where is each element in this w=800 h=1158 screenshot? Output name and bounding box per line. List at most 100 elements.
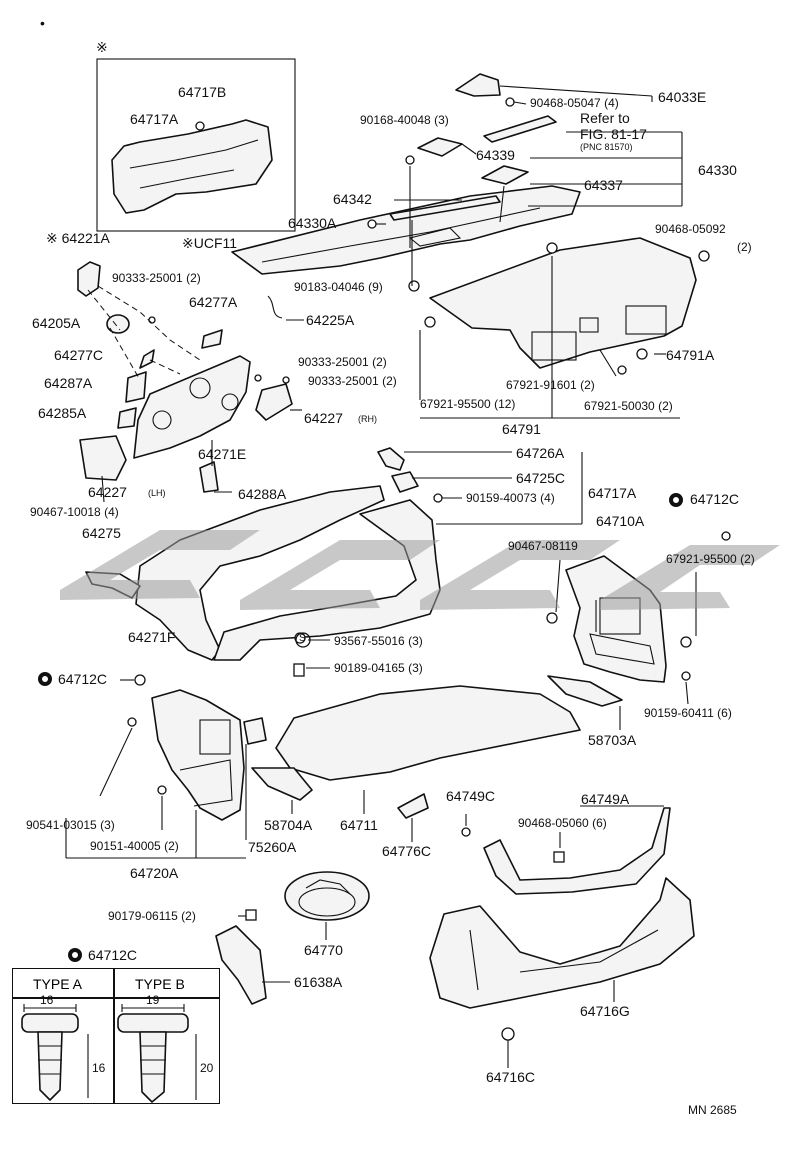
label-90468-05060: 90468-05060 (6)	[518, 816, 607, 830]
label-64288A: 64288A	[238, 486, 287, 502]
label-90468-05092-qty: (2)	[737, 240, 752, 254]
label-64277A: 64277A	[189, 294, 238, 310]
label-64712C-c: 64712C	[88, 947, 138, 963]
label-64712C-b: 64712C	[58, 671, 108, 687]
label-64342: 64342	[333, 191, 372, 207]
bracket-64726A	[377, 447, 405, 471]
bracket-64725C	[391, 471, 419, 493]
label-64271E: 64271E	[198, 446, 247, 462]
label-64791: 64791	[502, 421, 541, 437]
inset-frame	[96, 58, 296, 232]
label-90189-04165: 90189-04165 (3)	[334, 661, 423, 675]
label-64033E: 64033E	[658, 89, 707, 105]
mat-58704A	[251, 767, 313, 801]
label-64339: 64339	[476, 147, 515, 163]
pad-64205A	[106, 314, 130, 334]
label-90468-05092: 90468-05092	[655, 222, 726, 236]
tray-64770	[284, 871, 370, 921]
corner-mark: •	[40, 15, 45, 31]
label-67921-95500-a: 67921-95500 (12)	[420, 397, 516, 411]
label-64227-lh: 64227	[88, 484, 127, 500]
label-90168-40048: 90168-40048 (3)	[360, 113, 449, 127]
part-64712c-markers	[38, 493, 683, 962]
mat-58703A	[547, 675, 623, 707]
label-fig-ref: FIG. 81-17	[580, 126, 647, 142]
label-90333-25001-b: 90333-25001 (2)	[298, 355, 387, 369]
side-trim-64271F	[135, 485, 385, 661]
inset-bracket-part	[111, 119, 273, 214]
label-90151-40005: 90151-40005 (2)	[90, 839, 179, 853]
label-67921-91601: 67921-91601 (2)	[506, 378, 595, 392]
bracket-64288A	[199, 461, 219, 493]
dim-type-a-height: 16	[92, 1061, 106, 1075]
watermark-logo	[60, 530, 780, 610]
panel-64716G	[429, 877, 695, 1009]
label-64271F: 64271F	[128, 629, 176, 645]
label-64770: 64770	[304, 942, 343, 958]
trim-panel-64271E	[133, 355, 251, 459]
clip-type-table: TYPE A TYPE B	[12, 968, 220, 1104]
label-lh: (LH)	[148, 488, 166, 498]
dim-type-b-width: 19	[146, 993, 160, 1007]
table-column-divider	[113, 969, 115, 1103]
grille-64337	[481, 165, 529, 185]
label-64221A: ※ 64221A	[46, 230, 110, 246]
side-trim-inner	[213, 499, 441, 661]
label-64726A: 64726A	[516, 445, 565, 461]
label-90183-04046: 90183-04046 (9)	[294, 280, 383, 294]
table-header-type-b: TYPE B	[135, 976, 185, 992]
inset-clip	[195, 121, 205, 131]
table-header-divider	[13, 997, 219, 999]
drawing-code: MN 2685	[688, 1103, 737, 1117]
label-64720A: 64720A	[130, 865, 179, 881]
label-64710A: 64710A	[596, 513, 645, 529]
label-90541-03015: 90541-03015 (3)	[26, 818, 115, 832]
label-64330A: 64330A	[288, 215, 337, 231]
tray-trim-strip	[483, 115, 557, 143]
label-90159-40073: 90159-40073 (4)	[466, 491, 555, 505]
label-90333-25001-c: 90333-25001 (2)	[308, 374, 397, 388]
label-ucf11: ※UCF11	[182, 235, 238, 251]
label-90468-05047: 90468-05047 (4)	[530, 96, 619, 110]
label-64776C: 64776C	[382, 843, 432, 859]
table-header-type-a: TYPE A	[33, 976, 83, 992]
dim-type-a-width: 16	[40, 993, 54, 1007]
trim-strip-64749A	[483, 807, 671, 895]
dim-type-b-height: 20	[200, 1061, 214, 1075]
label-64337: 64337	[584, 177, 623, 193]
package-tray-part	[231, 185, 581, 275]
label-64330: 64330	[698, 162, 737, 178]
label-64712C-a: 64712C	[690, 491, 740, 507]
label-90179-06115: 90179-06115 (2)	[108, 909, 196, 923]
label-61638A: 61638A	[294, 974, 343, 990]
label-64749A: 64749A	[581, 791, 630, 807]
label-64285A: 64285A	[38, 405, 87, 421]
speaker-grille-top	[455, 73, 501, 97]
label-64717A-inset: 64717A	[130, 111, 179, 127]
label-64277C: 64277C	[54, 347, 104, 363]
bracket-64221A	[77, 261, 101, 297]
strip-64342	[389, 195, 501, 221]
label-90467-10018: 90467-10018 (4)	[30, 505, 119, 519]
label-75260A: 75260A	[248, 839, 297, 855]
clip-type-b-drawing	[117, 1004, 197, 1103]
label-90333-25001-a: 90333-25001 (2)	[112, 271, 201, 285]
pad-64277C	[139, 349, 155, 369]
label-64287A: 64287A	[44, 375, 93, 391]
label-58703A: 58703A	[588, 732, 637, 748]
label-64791A: 64791A	[666, 347, 715, 363]
pad-64277A	[201, 329, 223, 349]
label-pnc-ref: (PNC 81570)	[580, 142, 633, 152]
pad-64285A	[117, 407, 137, 429]
label-64711: 64711	[340, 817, 378, 833]
label-67921-95500-b: 67921-95500 (2)	[666, 552, 755, 566]
label-s-mark: S	[299, 633, 306, 644]
label-93567-55016: 93567-55016 (3)	[334, 634, 423, 648]
label-64275: 64275	[82, 525, 121, 541]
label-90159-60411: 90159-60411 (6)	[644, 706, 732, 720]
label-64227-rh: 64227	[304, 410, 343, 426]
bracket-64776C	[397, 793, 429, 819]
label-rh: (RH)	[358, 414, 377, 424]
